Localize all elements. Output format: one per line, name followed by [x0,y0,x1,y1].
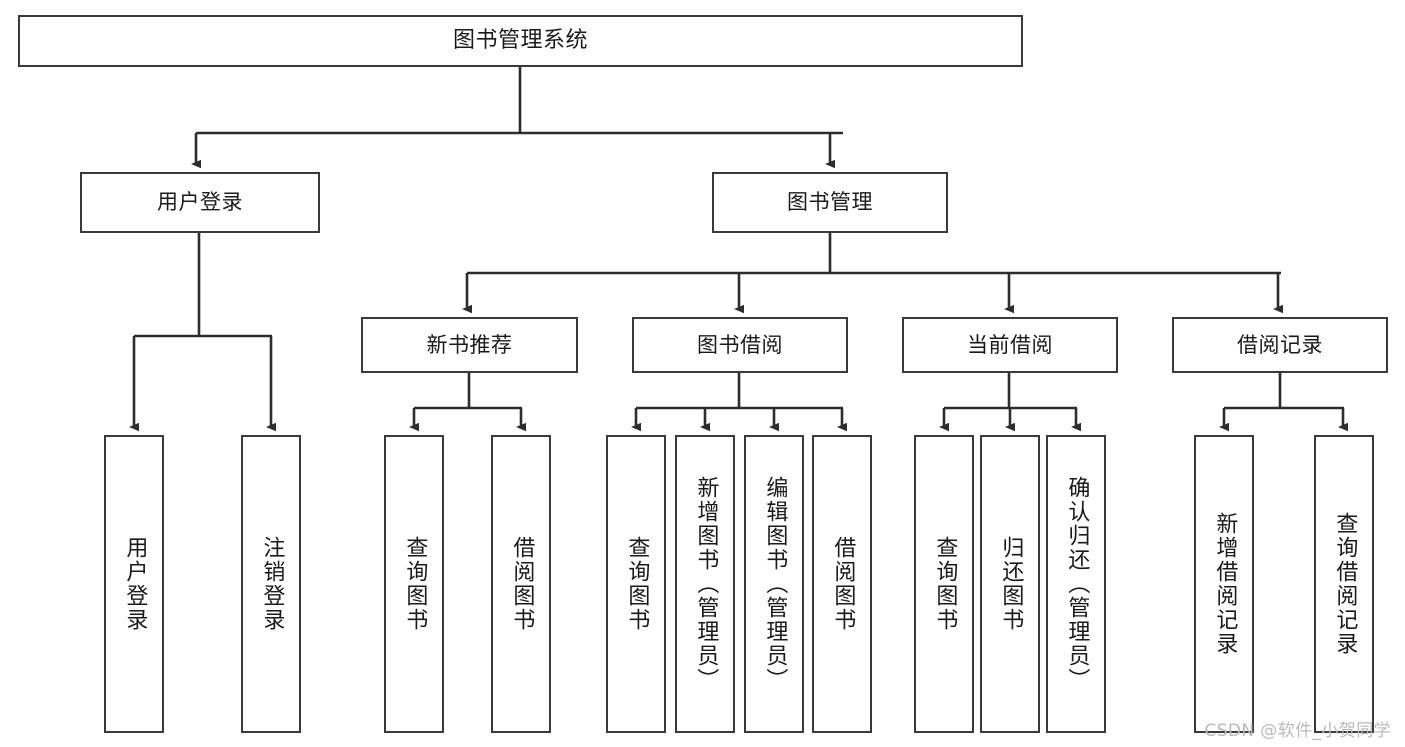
watermark: CSDN @软件_小贺同学 [1204,721,1391,741]
leaf-bookborrow-edit-book-label: 编辑图书（管理员） [762,476,788,692]
node-book-management-label: 图书管理 [787,190,873,215]
leaf-currentborrow-query-book-label: 查询图书 [932,536,958,632]
leaf-bookborrow-query-book-label: 查询图书 [624,536,650,632]
leaf-currentborrow-query-book[interactable]: 查询图书 [914,435,974,733]
node-borrow-record[interactable]: 借阅记录 [1172,317,1388,373]
leaf-borrowrecord-add-record[interactable]: 新增借阅记录 [1194,435,1254,733]
leaf-currentborrow-return-book[interactable]: 归还图书 [980,435,1040,733]
node-book-borrow-label: 图书借阅 [697,332,783,357]
node-new-book-recommend-label: 新书推荐 [426,332,513,357]
node-current-borrow[interactable]: 当前借阅 [902,317,1118,373]
node-user-login-label: 用户登录 [157,190,243,215]
leaf-currentborrow-confirm-return-label: 确认归还（管理员） [1064,476,1090,692]
node-root-label: 图书管理系统 [452,28,588,54]
leaf-newbook-borrow-book-label: 借阅图书 [509,536,535,632]
node-borrow-record-label: 借阅记录 [1237,332,1323,357]
leaf-borrowrecord-query-record[interactable]: 查询借阅记录 [1314,435,1374,733]
leaf-currentborrow-confirm-return[interactable]: 确认归还（管理员） [1046,435,1106,733]
leaf-newbook-borrow-book[interactable]: 借阅图书 [491,435,551,733]
node-current-borrow-label: 当前借阅 [967,332,1053,357]
leaf-user-login[interactable]: 用户登录 [104,435,164,733]
node-book-management[interactable]: 图书管理 [712,172,948,233]
leaf-newbook-query-book[interactable]: 查询图书 [384,435,444,733]
leaf-bookborrow-borrow-book-label: 借阅图书 [830,536,856,632]
leaf-newbook-query-book-label: 查询图书 [402,536,428,632]
node-root[interactable]: 图书管理系统 [18,15,1023,67]
leaf-bookborrow-add-book-label: 新增图书（管理员） [693,476,719,692]
leaf-logout-label: 注销登录 [259,536,285,632]
leaf-bookborrow-edit-book[interactable]: 编辑图书（管理员） [744,435,804,733]
leaf-user-login-label: 用户登录 [122,536,148,632]
leaf-bookborrow-borrow-book[interactable]: 借阅图书 [812,435,872,733]
node-book-borrow[interactable]: 图书借阅 [632,317,848,373]
leaf-borrowrecord-query-record-label: 查询借阅记录 [1332,512,1358,656]
node-user-login[interactable]: 用户登录 [80,172,320,233]
leaf-borrowrecord-add-record-label: 新增借阅记录 [1212,512,1238,656]
leaf-logout[interactable]: 注销登录 [241,435,301,733]
leaf-bookborrow-query-book[interactable]: 查询图书 [606,435,666,733]
node-new-book-recommend[interactable]: 新书推荐 [361,317,578,373]
leaf-currentborrow-return-book-label: 归还图书 [998,536,1024,632]
leaf-bookborrow-add-book[interactable]: 新增图书（管理员） [675,435,735,733]
